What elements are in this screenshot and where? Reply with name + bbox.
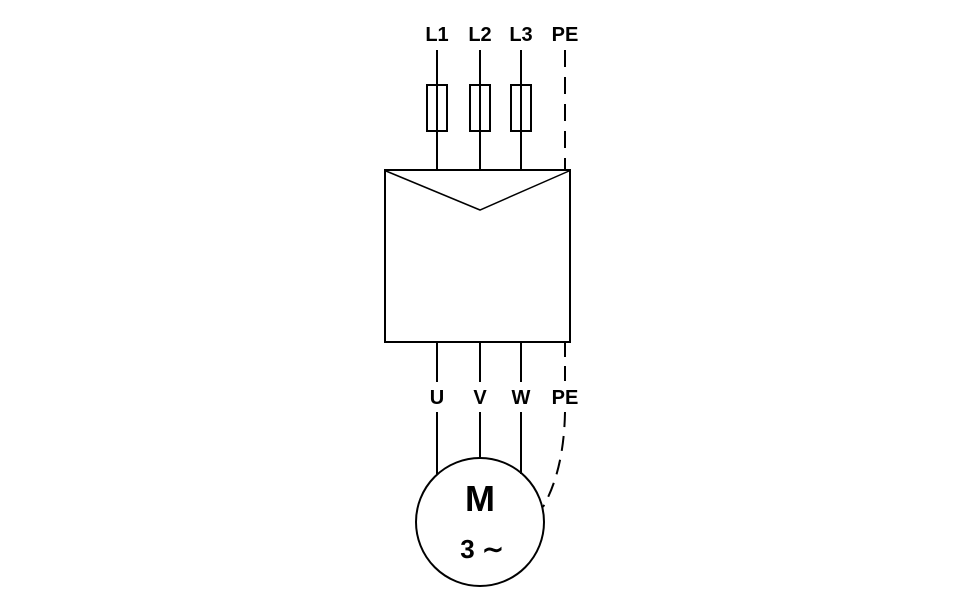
motor-designation-label: M xyxy=(465,478,495,519)
fuse-symbol-l2 xyxy=(469,84,491,132)
supply-label-l2: L2 xyxy=(468,24,491,46)
starter-box xyxy=(384,169,571,343)
output-label-u: U xyxy=(430,387,444,409)
output-label-v: V xyxy=(473,387,487,409)
supply-label-l1: L1 xyxy=(425,24,448,46)
motor-phase-label: 3 ∼ xyxy=(460,534,503,564)
motor-lead-pe-dashed-curve xyxy=(542,411,566,508)
supply-label-pe: PE xyxy=(552,24,579,46)
fuse-symbol-l1 xyxy=(426,84,448,132)
output-label-pe: PE xyxy=(552,387,579,409)
supply-label-l3: L3 xyxy=(509,24,532,46)
output-label-w: W xyxy=(512,387,531,409)
motor-circle xyxy=(415,457,545,587)
starter-chevron-mark xyxy=(385,170,570,211)
fuse-symbol-l3 xyxy=(510,84,532,132)
